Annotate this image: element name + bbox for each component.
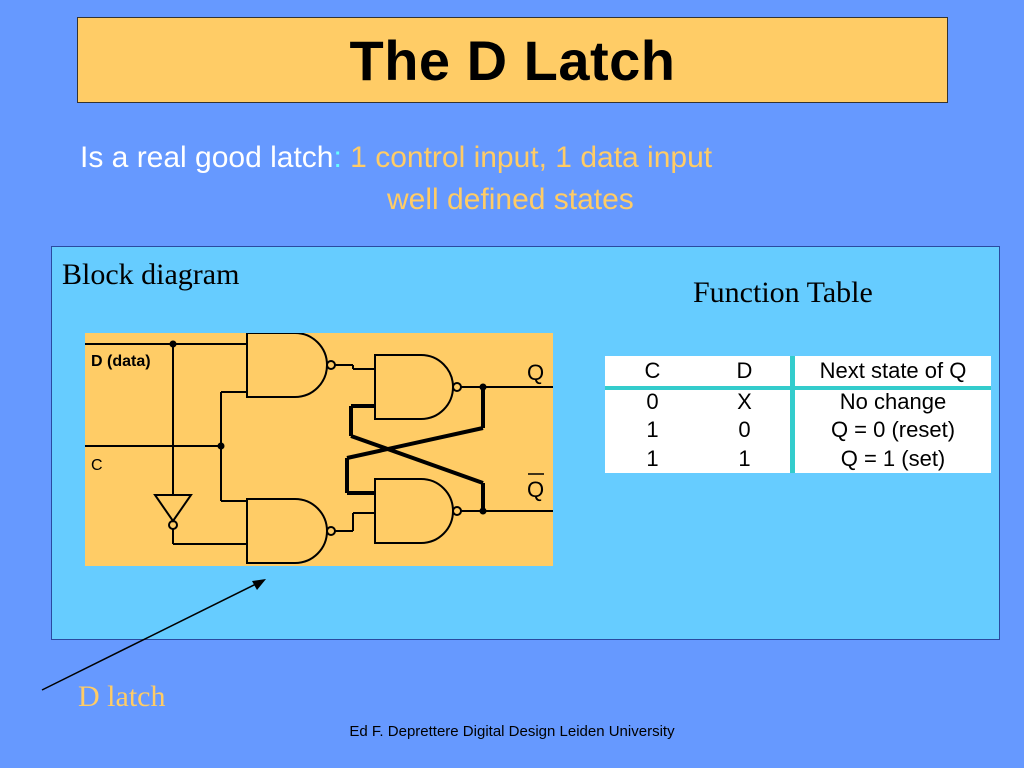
subtitle-lead: Is a real good latch: [80, 141, 334, 174]
junction-qbar: [479, 507, 487, 515]
table-cell-r3-next: Q = 1 (set): [840, 446, 946, 471]
function-table-label: Function Table: [693, 276, 873, 309]
label-qbar-output: Q: [527, 477, 544, 502]
label-q-output: Q: [527, 360, 544, 385]
junction-c: [217, 442, 225, 450]
table-column-separator: [790, 356, 795, 473]
title-box: The D Latch: [77, 17, 948, 103]
d-latch-label: D latch: [78, 680, 166, 713]
table-header-next-state: Next state of Q: [819, 358, 967, 383]
subtitle-line-2: well defined states: [387, 183, 634, 216]
subtitle-line-1: Is a real good latch: 1 control input, 1…: [80, 141, 712, 175]
junction-d: [169, 340, 177, 348]
table-cell-r2-d: 0: [738, 417, 751, 442]
subtitle-colon: :: [333, 141, 342, 174]
label-c-input: C: [91, 457, 103, 474]
table-cell-r1-c: 0: [646, 389, 659, 414]
table-header-c: C: [644, 358, 661, 383]
junction-q: [479, 383, 487, 391]
table-cell-r3-c: 1: [646, 446, 659, 471]
wire-cross-1: [346, 426, 484, 460]
table-header-d: D: [736, 358, 753, 383]
circuit-background: [85, 333, 553, 566]
subtitle-highlight: 1 control input, 1 data input: [341, 141, 713, 174]
slide-title: The D Latch: [349, 28, 676, 92]
table-cell-r2-next: Q = 0 (reset): [830, 417, 956, 442]
table-header-separator: [605, 386, 991, 390]
table-cell-r1-d: X: [737, 389, 752, 414]
table-cell-r3-d: 1: [738, 446, 751, 471]
d-latch-circuit: D (data) C Q Q: [85, 333, 553, 566]
slide-footer: Ed F. Deprettere Digital Design Leiden U…: [349, 723, 675, 740]
table-cell-r1-next: No change: [839, 389, 947, 414]
inverter-triangle: [153, 494, 193, 523]
table-cell-r2-c: 1: [646, 417, 659, 442]
wire-cross-2: [350, 434, 484, 485]
label-d-input: D (data): [91, 353, 151, 370]
block-diagram-label: Block diagram: [62, 258, 240, 291]
function-table: C D Next state of Q 0 X No change 1 0 Q …: [605, 356, 991, 473]
